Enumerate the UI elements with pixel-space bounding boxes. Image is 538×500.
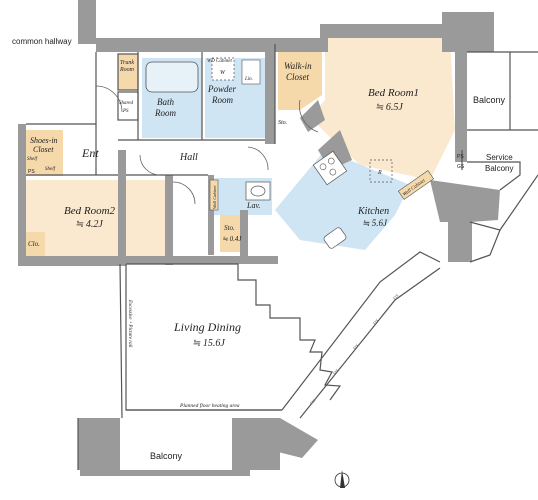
door-swing-icon[interactable]	[139, 154, 161, 176]
trunk-room-label: Trunk	[120, 60, 134, 66]
balcony-bottom-label: Balcony	[150, 451, 183, 461]
kitchen-sink-icon	[323, 227, 347, 249]
door-swings	[95, 85, 319, 205]
wall-cabinet-left-box	[209, 179, 219, 211]
clo-floor	[25, 232, 45, 256]
bedroom2-floor	[25, 180, 165, 256]
washer-label: W	[220, 70, 226, 76]
shared-ps-label: Shared	[119, 101, 133, 106]
shoes-closet-label-2: Closet	[33, 145, 54, 154]
door-swing-icon[interactable]	[299, 99, 319, 133]
picture-rail-label: Excessive・Picture rail	[127, 299, 132, 348]
kitchen-floor	[275, 150, 410, 250]
lav-counter	[245, 181, 271, 201]
entrance-label: Ent	[81, 146, 99, 160]
wd-cabinet-label: WD Cabinet	[207, 59, 232, 64]
walkin-closet-label: Walk-in	[284, 61, 312, 71]
north-arrow-icon	[334, 470, 350, 488]
living-dining-label: Living Dining	[173, 320, 241, 334]
kitchen-size: ≒ 5.6J	[362, 218, 388, 228]
svg-text:FIX: FIX	[372, 317, 380, 325]
floor-heating-label: Planned floor heating area	[179, 402, 240, 409]
shelf-label: Shelf	[27, 157, 38, 162]
wall-cabinet-right-box	[397, 170, 435, 200]
bathroom-label: Bath	[157, 97, 174, 107]
hall-label: Hall	[179, 152, 198, 163]
shelf-label-2: Shelf	[45, 167, 56, 172]
ps-gs-label-2: GS	[457, 164, 465, 170]
clo-label: Clo.	[28, 240, 40, 248]
living-dining-size: ≒ 15.6J	[192, 338, 225, 349]
window-fix-marks: FIX FIX FIX FIX FIX	[309, 292, 400, 405]
door-swing-icon[interactable]	[247, 146, 269, 171]
bathtub-icon	[145, 61, 199, 93]
service-balcony-label-2: Balcony	[485, 164, 513, 173]
door-swing-icon[interactable]	[95, 85, 123, 113]
fridge-mark	[369, 159, 393, 183]
shared-ps-label-2: PS	[122, 109, 129, 114]
bedroom1-size: ≒ 6.5J	[375, 102, 403, 113]
svg-text:FIX: FIX	[332, 367, 340, 375]
lav-label: Lav.	[246, 201, 260, 210]
walkin-closet-floor	[278, 44, 322, 110]
shoes-closet-floor	[25, 130, 63, 176]
sto-small-label: Sto.	[278, 120, 287, 126]
wall-cabinet-left-label: Wall Cabinet	[212, 185, 217, 209]
powder-room-label: Powder	[207, 84, 236, 94]
svg-text:FIX: FIX	[392, 292, 400, 300]
door-swing-icon[interactable]	[172, 181, 196, 205]
kitchen-label: Kitchen	[357, 206, 389, 217]
service-balcony-label: Service	[486, 153, 513, 162]
bathroom-label-2: Room	[154, 108, 176, 118]
trunk-room-floor	[118, 54, 138, 90]
svg-text:FIX: FIX	[352, 342, 360, 350]
powder-room-label-2: Room	[211, 95, 233, 105]
wall-outlines	[26, 44, 538, 470]
sto-label: Sto.	[224, 224, 235, 232]
fridge-label: R	[377, 170, 382, 176]
walkin-closet-label-2: Closet	[286, 72, 310, 82]
common-hallway-label: common hallway	[12, 37, 72, 46]
ps-small-label: PS	[28, 169, 35, 175]
balcony-right-label: Balcony	[473, 95, 506, 105]
sto-size: ≒ 0.4J	[222, 235, 242, 243]
lin-label: Lin.	[244, 77, 253, 82]
trunk-room-label-2: Room	[119, 67, 135, 73]
bedroom2-size: ≒ 4.2J	[75, 219, 103, 230]
sink-icon	[250, 185, 266, 197]
bedroom1-label: Bed Room1	[368, 87, 419, 99]
bedroom2-label: Bed Room2	[64, 205, 116, 217]
svg-text:FIX: FIX	[309, 397, 317, 405]
sto-floor	[220, 215, 242, 252]
ps-gs-label: PS	[457, 154, 464, 160]
stove-icon	[312, 150, 348, 186]
bedroom1-floor	[310, 38, 455, 180]
walls	[18, 0, 500, 476]
shoes-closet-label: Shoes-in	[30, 136, 58, 145]
lin-box	[241, 59, 261, 85]
washer-box	[211, 57, 235, 81]
